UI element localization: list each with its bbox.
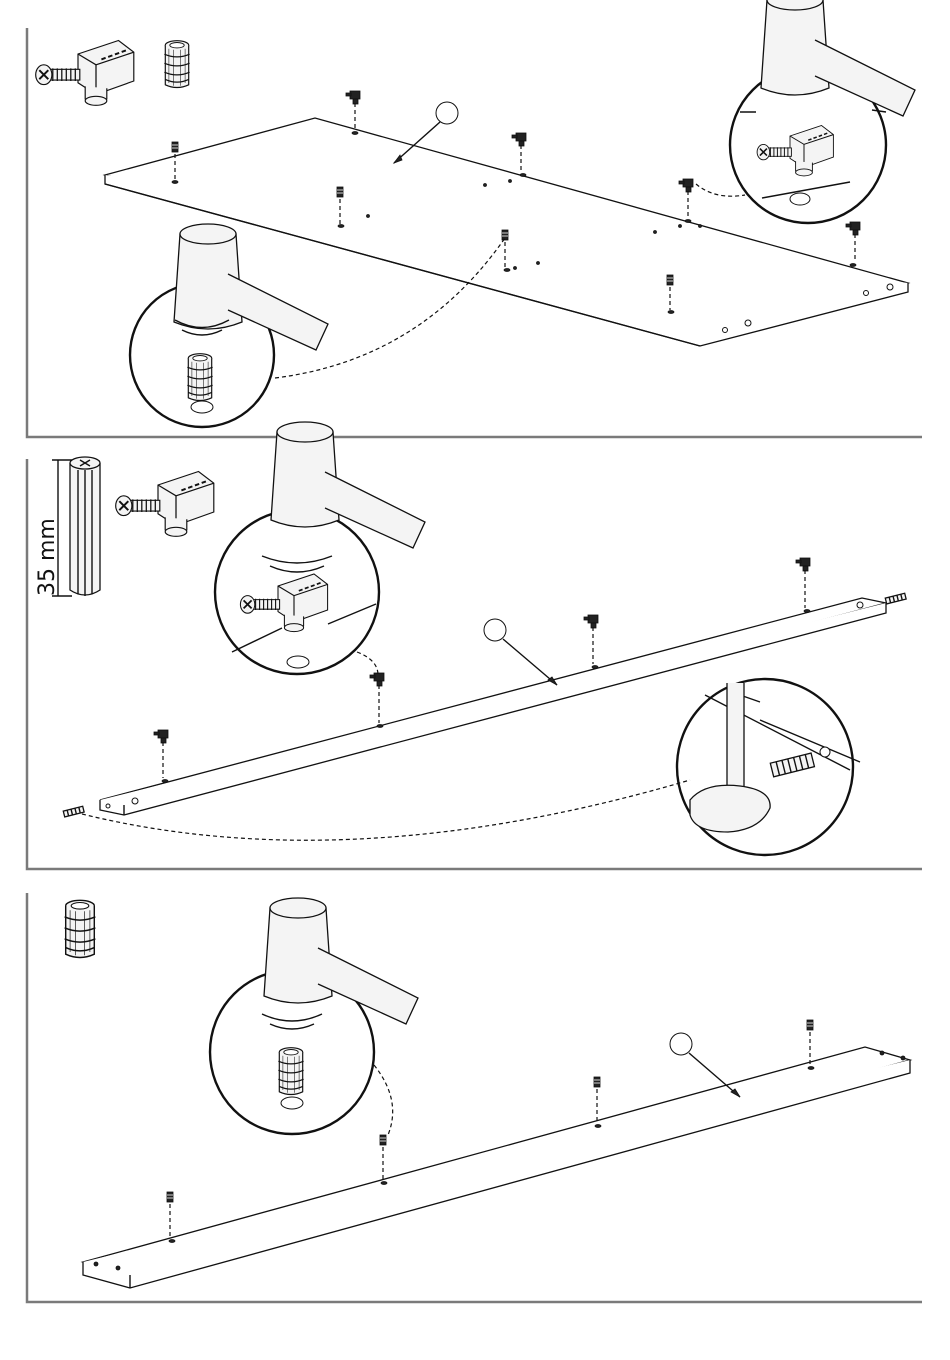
wooden-dowel-icon xyxy=(70,457,100,596)
cam-detail-callout xyxy=(215,422,425,675)
insert-detail-callout xyxy=(210,898,418,1135)
dowel-length-label: 35 mm xyxy=(35,518,60,596)
insert-dowel-icon xyxy=(65,900,96,957)
panel-label-circle xyxy=(670,1033,740,1097)
cam-lock-icon xyxy=(116,472,214,537)
panel-label-circle xyxy=(484,619,557,685)
cam-detail-callout xyxy=(696,0,915,223)
insert-dowel-icon xyxy=(164,41,189,88)
step-1-panel xyxy=(27,0,922,437)
step-3-panel xyxy=(27,893,922,1302)
step-2-panel: 35 mm xyxy=(27,422,922,869)
bottom-rail xyxy=(83,1047,910,1288)
cam-lock-icon xyxy=(36,41,134,106)
dimension-line: 35 mm xyxy=(35,460,72,596)
